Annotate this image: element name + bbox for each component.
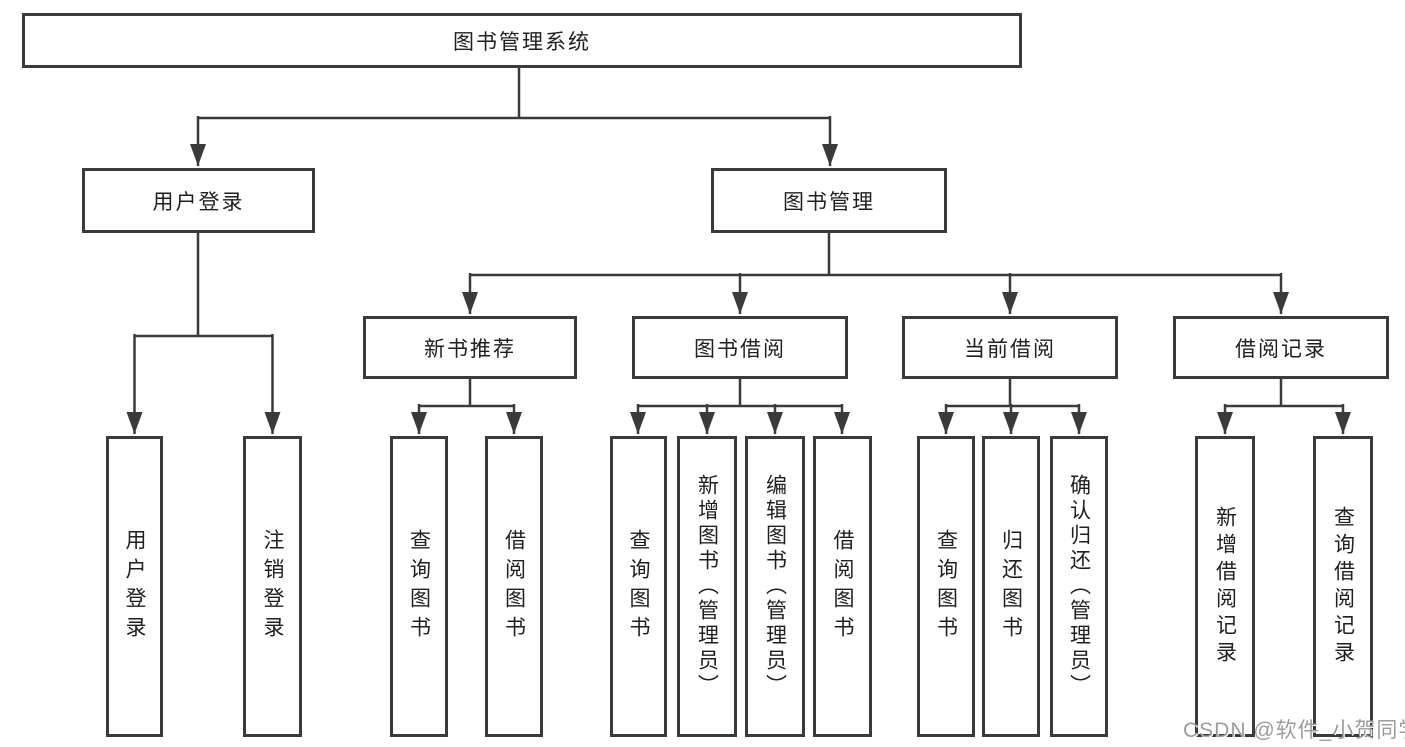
node-book-borrow-label: 图书借阅 <box>694 337 786 361</box>
leaf-add-borrow-record-label: 新增借阅记录 <box>1213 505 1237 668</box>
leaf-borrow-books-2: 借阅图书 <box>813 436 872 737</box>
node-user-login-label: 用户登录 <box>152 190 245 214</box>
leaf-edit-book-admin-label: 编辑图书（管理员） <box>763 474 787 699</box>
node-borrow-records-label: 借阅记录 <box>1235 337 1327 361</box>
node-book-management-label: 图书管理 <box>783 190 875 214</box>
leaf-user-login: 用户登录 <box>106 436 163 737</box>
node-borrow-records: 借阅记录 <box>1173 316 1389 379</box>
leaf-confirm-return-admin: 确认归还（管理员） <box>1050 436 1108 737</box>
leaf-query-books-2: 查询图书 <box>610 436 667 737</box>
node-user-login: 用户登录 <box>82 168 315 233</box>
node-root: 图书管理系统 <box>22 13 1022 68</box>
leaf-logout-label: 注销登录 <box>261 528 284 645</box>
leaf-add-borrow-record: 新增借阅记录 <box>1195 436 1255 737</box>
leaf-borrow-books-2-label: 借阅图书 <box>831 528 854 645</box>
node-book-borrow: 图书借阅 <box>632 316 848 379</box>
leaf-query-borrow-record: 查询借阅记录 <box>1313 436 1373 737</box>
leaf-return-book: 归还图书 <box>982 436 1040 737</box>
leaf-logout: 注销登录 <box>243 436 302 737</box>
leaf-borrow-books-1: 借阅图书 <box>485 436 543 737</box>
leaf-add-book-admin-label: 新增图书（管理员） <box>695 474 719 699</box>
leaf-query-borrow-record-label: 查询借阅记录 <box>1331 505 1355 668</box>
node-root-label: 图书管理系统 <box>453 30 591 54</box>
node-new-book-recommend-label: 新书推荐 <box>424 337 516 361</box>
leaf-add-book-admin: 新增图书（管理员） <box>677 436 737 737</box>
leaf-borrow-books-1-label: 借阅图书 <box>502 528 526 645</box>
leaf-query-books-2-label: 查询图书 <box>627 528 650 645</box>
leaf-edit-book-admin: 编辑图书（管理员） <box>745 436 805 737</box>
watermark: CSDN @软件_小贺同学 <box>1183 719 1405 742</box>
leaf-confirm-return-admin-label: 确认归还（管理员） <box>1067 474 1091 699</box>
leaf-query-books-1: 查询图书 <box>390 436 448 737</box>
node-new-book-recommend: 新书推荐 <box>363 316 577 379</box>
leaf-query-books-3: 查询图书 <box>917 436 975 737</box>
leaf-user-login-label: 用户登录 <box>123 528 146 645</box>
node-current-borrow-label: 当前借阅 <box>964 337 1056 361</box>
node-book-management: 图书管理 <box>711 168 947 233</box>
leaf-query-books-3-label: 查询图书 <box>934 528 958 645</box>
leaf-query-books-1-label: 查询图书 <box>407 528 431 645</box>
node-current-borrow: 当前借阅 <box>902 316 1118 379</box>
leaf-return-book-label: 归还图书 <box>999 528 1023 645</box>
